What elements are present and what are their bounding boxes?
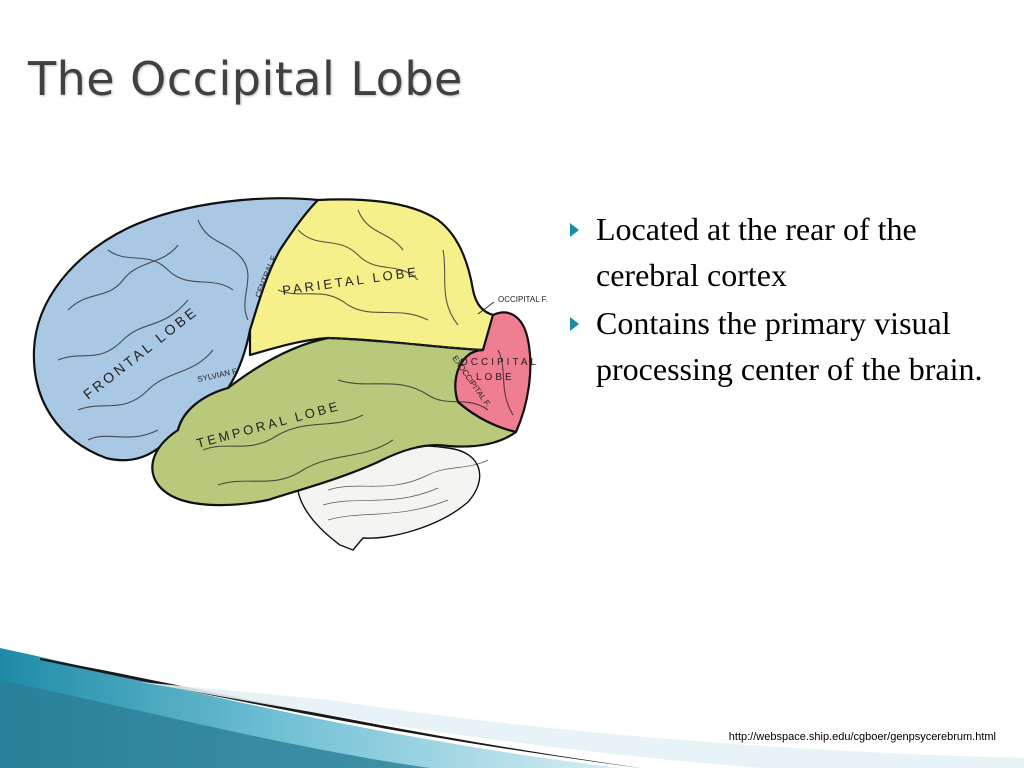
occipital-lobe-label-line2: LOBE bbox=[476, 372, 515, 383]
bullet-list: Located at the rear of the cerebral cort… bbox=[566, 206, 996, 394]
bullet-arrow-icon bbox=[570, 317, 579, 331]
temporal-lobe bbox=[151, 336, 518, 507]
bullet-text: Contains the primary visual processing c… bbox=[596, 305, 983, 387]
bullet-item: Located at the rear of the cerebral cort… bbox=[566, 206, 996, 298]
footer-wave-graphic bbox=[0, 648, 1024, 768]
occipital-lobe-label-line1: OCCIPITAL bbox=[460, 357, 539, 368]
occipital-fissure-label: OCCIPITAL F. bbox=[498, 295, 548, 304]
bullet-text: Located at the rear of the cerebral cort… bbox=[596, 211, 917, 293]
bullet-item: Contains the primary visual processing c… bbox=[566, 300, 996, 392]
bullet-arrow-icon bbox=[570, 223, 579, 237]
slide-title: The Occipital Lobe bbox=[28, 52, 463, 106]
brain-diagram: FRONTAL LOBE PARIETAL LOBE TEMPORAL LOBE… bbox=[32, 197, 548, 551]
source-url[interactable]: http://webspace.ship.edu/cgboer/genpsyce… bbox=[728, 731, 996, 743]
